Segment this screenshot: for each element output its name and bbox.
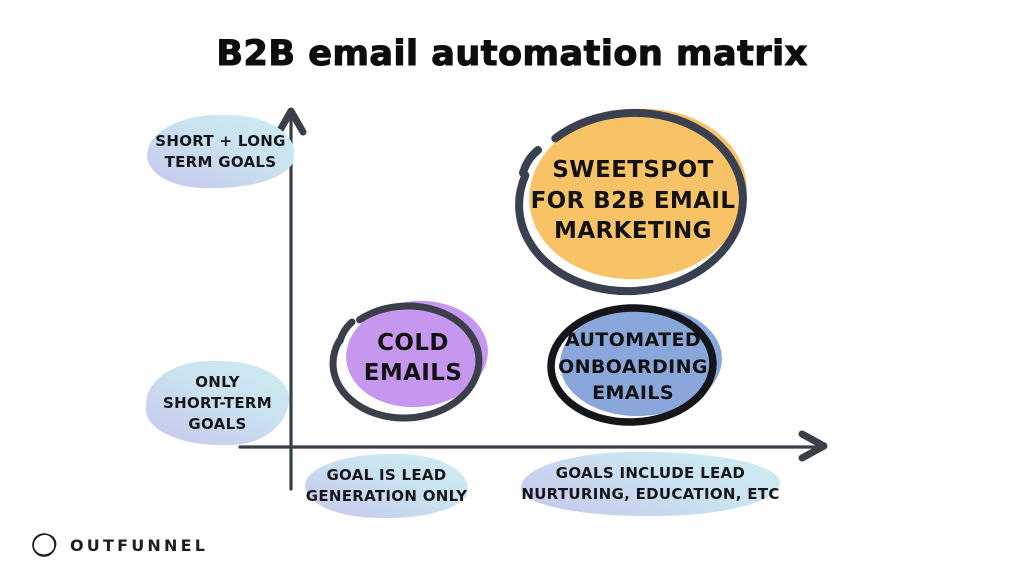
x-axis-arrowhead-icon [798,430,828,462]
page-title: B2B email automation matrix [216,33,808,74]
cold-emails-bubble-fill [346,300,488,408]
y-axis-low-label: ONLY SHORT-TERM GOALS [146,361,289,445]
y-axis-high-label: SHORT + LONG TERM GOALS [147,115,294,188]
outfunnel-circle-icon [32,533,57,557]
cold-emails-outline-flick [336,318,356,345]
sweetspot-bubble-outline [515,108,747,296]
automated-onboarding-bubble-outline [547,304,717,426]
sweetspot-bubble-fill [529,108,747,280]
automated-onboarding-bubble-label: AUTOMATED ONBOARDING EMAILS [558,328,708,405]
brand-name: OUTFUNNEL [70,535,209,555]
x-axis-low-label: GOAL IS LEAD GENERATION ONLY [305,454,468,518]
cold-emails-bubble-outline [329,302,483,422]
automated-onboarding-bubble-fill [560,305,722,417]
brand-logo: OUTFUNNEL [28,529,208,561]
cold-emails-bubble-label: COLD EMAILS [363,330,463,386]
y-axis-arrowhead-icon [275,107,307,136]
sweetspot-bubble-label: SWEETSPOT FOR B2B EMAIL MARKETING [530,157,736,245]
x-axis-high-label: GOALS INCLUDE LEAD NURTURING, EDUCATION,… [521,452,780,516]
sweetspot-outline-flick [519,146,542,177]
